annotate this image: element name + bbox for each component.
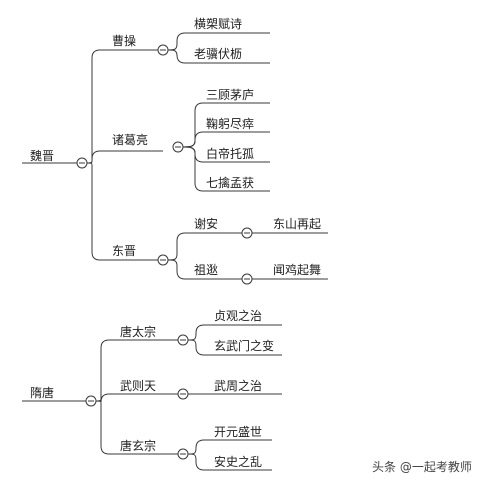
connector-line <box>187 324 282 341</box>
connector-line <box>167 259 248 280</box>
leaf-node[interactable]: 安史之乱 <box>214 455 263 469</box>
collapse-toggle-icon[interactable] <box>177 334 189 346</box>
collapse-toggle-icon[interactable] <box>241 227 253 239</box>
connector-line <box>182 131 270 148</box>
branch-node-wu-zetian[interactable]: 武则天 <box>120 379 157 393</box>
connector-line <box>182 146 270 192</box>
collapse-toggle-icon[interactable] <box>85 395 97 407</box>
leaf-node[interactable]: 闻鸡起舞 <box>273 263 322 277</box>
branch-node-cao-cao[interactable]: 曹操 <box>112 34 137 48</box>
connector-line <box>167 49 270 64</box>
leaf-node[interactable]: 白帝托孤 <box>206 147 255 161</box>
collapse-toggle-icon[interactable] <box>241 273 253 285</box>
leaf-node[interactable]: 三顾茅庐 <box>206 88 255 102</box>
leaf-node[interactable]: 开元盛世 <box>214 425 263 439</box>
connector-line <box>187 339 282 356</box>
collapse-toggle-icon[interactable] <box>157 254 169 266</box>
collapse-toggle-icon[interactable] <box>177 388 189 400</box>
connector-line <box>95 400 183 455</box>
branch-node-dong-jin[interactable]: 东晋 <box>112 244 137 258</box>
leaf-node[interactable]: 东山再起 <box>273 217 322 231</box>
leaf-node[interactable]: 玄武门之变 <box>214 339 275 353</box>
sub-node-xie-an[interactable]: 谢安 <box>194 217 219 231</box>
leaf-node[interactable]: 武周之治 <box>214 379 263 393</box>
leaf-node[interactable]: 老骥伏枥 <box>194 47 243 61</box>
leaf-node[interactable]: 横槊赋诗 <box>194 17 243 31</box>
connector-line <box>95 393 183 403</box>
watermark: 头条 @一起考教师 <box>372 460 472 474</box>
connector-line <box>86 162 163 261</box>
connector-line <box>187 439 272 455</box>
branch-node-tang-xuanzong[interactable]: 唐玄宗 <box>120 439 157 453</box>
leaf-node[interactable]: 贞观之治 <box>214 309 263 323</box>
branch-node-tang-taizong[interactable]: 唐太宗 <box>120 325 157 339</box>
connector-line <box>167 32 270 51</box>
root-node-sui-tang[interactable]: 隋唐 <box>30 386 55 400</box>
root-node-wei-jin[interactable]: 魏晋 <box>30 149 55 163</box>
connector-line <box>167 232 248 261</box>
collapse-toggle-icon[interactable] <box>172 141 184 153</box>
collapse-toggle-icon[interactable] <box>76 157 88 169</box>
leaf-node[interactable]: 七擒孟获 <box>206 176 255 190</box>
sub-node-zu-ti[interactable]: 祖逖 <box>194 263 219 277</box>
branch-node-zhuge-liang[interactable]: 诸葛亮 <box>112 133 149 147</box>
leaf-node[interactable]: 鞠躬尽瘁 <box>206 117 255 131</box>
connector-line <box>187 453 272 471</box>
collapse-toggle-icon[interactable] <box>177 448 189 460</box>
connector-line <box>86 150 163 164</box>
collapse-toggle-icon[interactable] <box>157 44 169 56</box>
